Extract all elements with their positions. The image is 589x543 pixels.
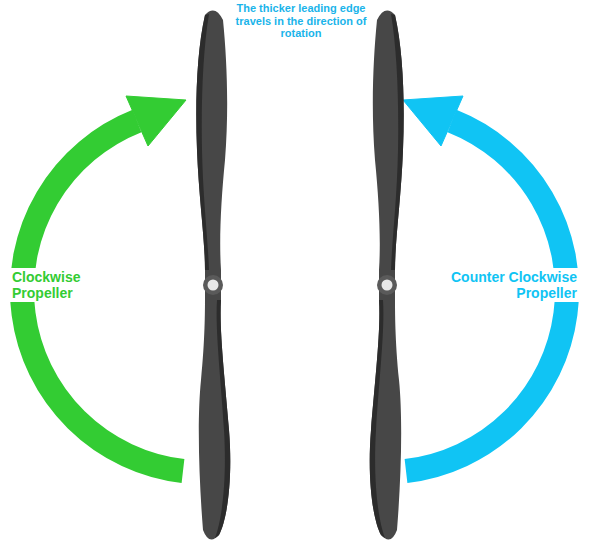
rotation-note: The thicker leading edge travels in the …	[228, 2, 374, 40]
counter-clockwise-propeller	[370, 11, 404, 540]
propeller-label: Clockwise Propeller	[10, 268, 96, 302]
clockwise-propeller	[196, 11, 230, 540]
propeller-label: Counter Clockwise Propeller	[435, 268, 579, 302]
